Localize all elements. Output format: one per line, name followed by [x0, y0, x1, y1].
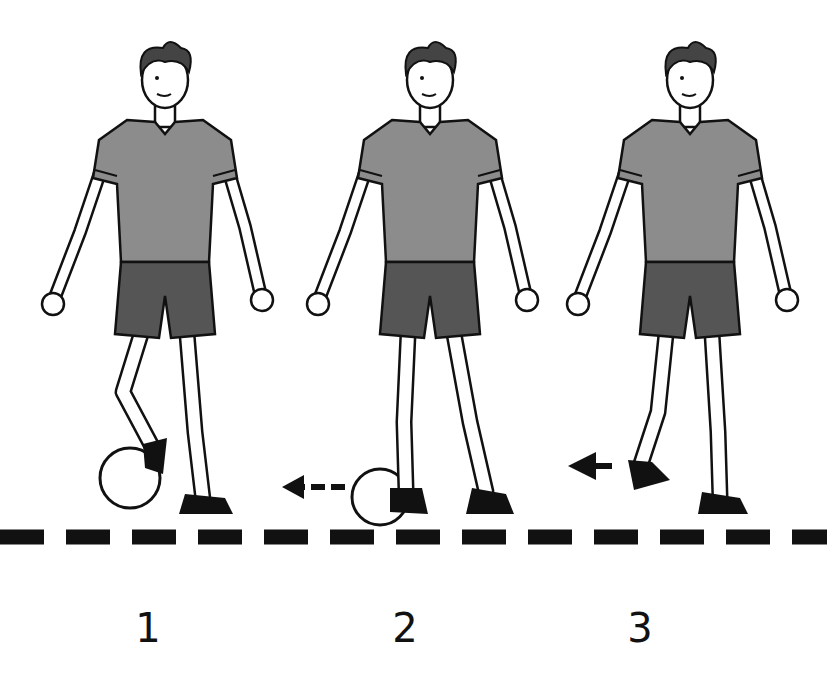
- ground-line: [0, 530, 827, 545]
- callout-number: 1: [135, 606, 160, 650]
- callout-number: 2: [392, 606, 417, 650]
- player-figure: [567, 42, 798, 514]
- direction-arrow: [568, 452, 596, 480]
- player-figure: [282, 42, 538, 525]
- direction-arrow: [594, 463, 612, 469]
- player-figure: [42, 42, 273, 514]
- callout-number: 3: [627, 606, 652, 650]
- direction-arrow: [300, 484, 345, 490]
- direction-arrow: [282, 475, 304, 499]
